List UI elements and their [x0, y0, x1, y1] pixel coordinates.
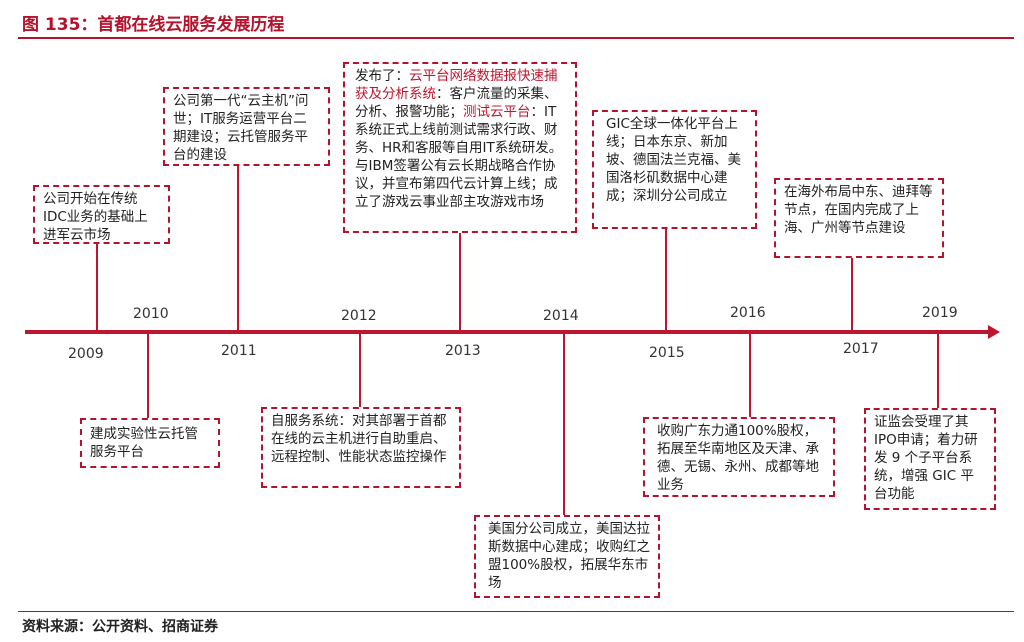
event-text: ：客户流量的采集、分析、报警功能；	[355, 86, 558, 120]
event-box-2015: GIC全球一体化平台上线；日本东京、新加坡、德国法兰克福、美国洛杉矶数据中心建成…	[592, 110, 757, 229]
connector-2010	[147, 334, 149, 418]
event-box-2017: 在海外布局中东、迪拜等节点，在国内完成了上海、广州等节点建设	[774, 178, 944, 258]
year-label: 2013	[445, 343, 481, 359]
event-box-2014: 美国分公司成立，美国达拉斯数据中心建成；收购红之盟100%股权，拓展华东市场	[474, 515, 660, 598]
year-label: 2014	[543, 308, 579, 324]
footer-divider	[18, 611, 1014, 612]
timeline-arrow-icon	[988, 325, 1000, 339]
event-box-2013: 发布了：云平台网络数据报快速捕获及分析系统：客户流量的采集、分析、报警功能；测试…	[343, 62, 577, 233]
event-box-2010: 建成实验性云托管服务平台	[80, 418, 220, 468]
event-text: 发布了：	[355, 68, 409, 84]
year-label: 2010	[133, 306, 169, 322]
title-divider	[18, 37, 1014, 39]
year-label: 2009	[68, 346, 104, 362]
event-box-2011: 公司第一代“云主机”问世；IT服务运营平台二期建设；云托管服务平台的建设	[163, 87, 330, 166]
highlight-text: 云平台网络数据报快速捕获及分析系统	[355, 68, 558, 102]
connector-2016	[749, 334, 751, 417]
connector-2009	[96, 243, 98, 331]
year-label: 2012	[341, 308, 377, 324]
connector-2013	[459, 232, 461, 331]
event-box-2016: 收购广东力通100%股权，拓展至华南地区及天津、承德、无锡、永州、成都等地业务	[643, 417, 835, 497]
connector-2014	[563, 334, 565, 515]
event-box-2019: 证监会受理了其IPO申请；着力研发 9 个子平台系统，增强 GIC 平台功能	[864, 408, 996, 510]
year-label: 2016	[730, 305, 766, 321]
source-note: 资料来源：公开资料、招商证券	[22, 619, 218, 635]
timeline-axis	[25, 330, 993, 334]
event-box-2009: 公司开始在传统IDC业务的基础上进军云市场	[33, 185, 170, 244]
year-label: 2015	[649, 345, 685, 361]
year-label: 2019	[922, 305, 958, 321]
figure-title: 图 135：首都在线云服务发展历程	[22, 15, 285, 35]
connector-2012	[359, 334, 361, 407]
year-label: 2017	[843, 341, 879, 357]
connector-2011	[237, 165, 239, 331]
connector-2017	[851, 257, 853, 331]
year-label: 2011	[221, 343, 257, 359]
event-box-2012: 自服务系统：对其部署于首都在线的云主机进行自助重启、远程控制、性能状态监控操作	[261, 407, 461, 488]
highlight-text: 测试云平台	[463, 104, 531, 120]
connector-2019	[937, 334, 939, 408]
connector-2015	[665, 228, 667, 331]
event-text: ：IT系统正式上线前测试需求行政、财务、HR和客服等自用IT系统研发。与IBM签…	[355, 104, 563, 210]
